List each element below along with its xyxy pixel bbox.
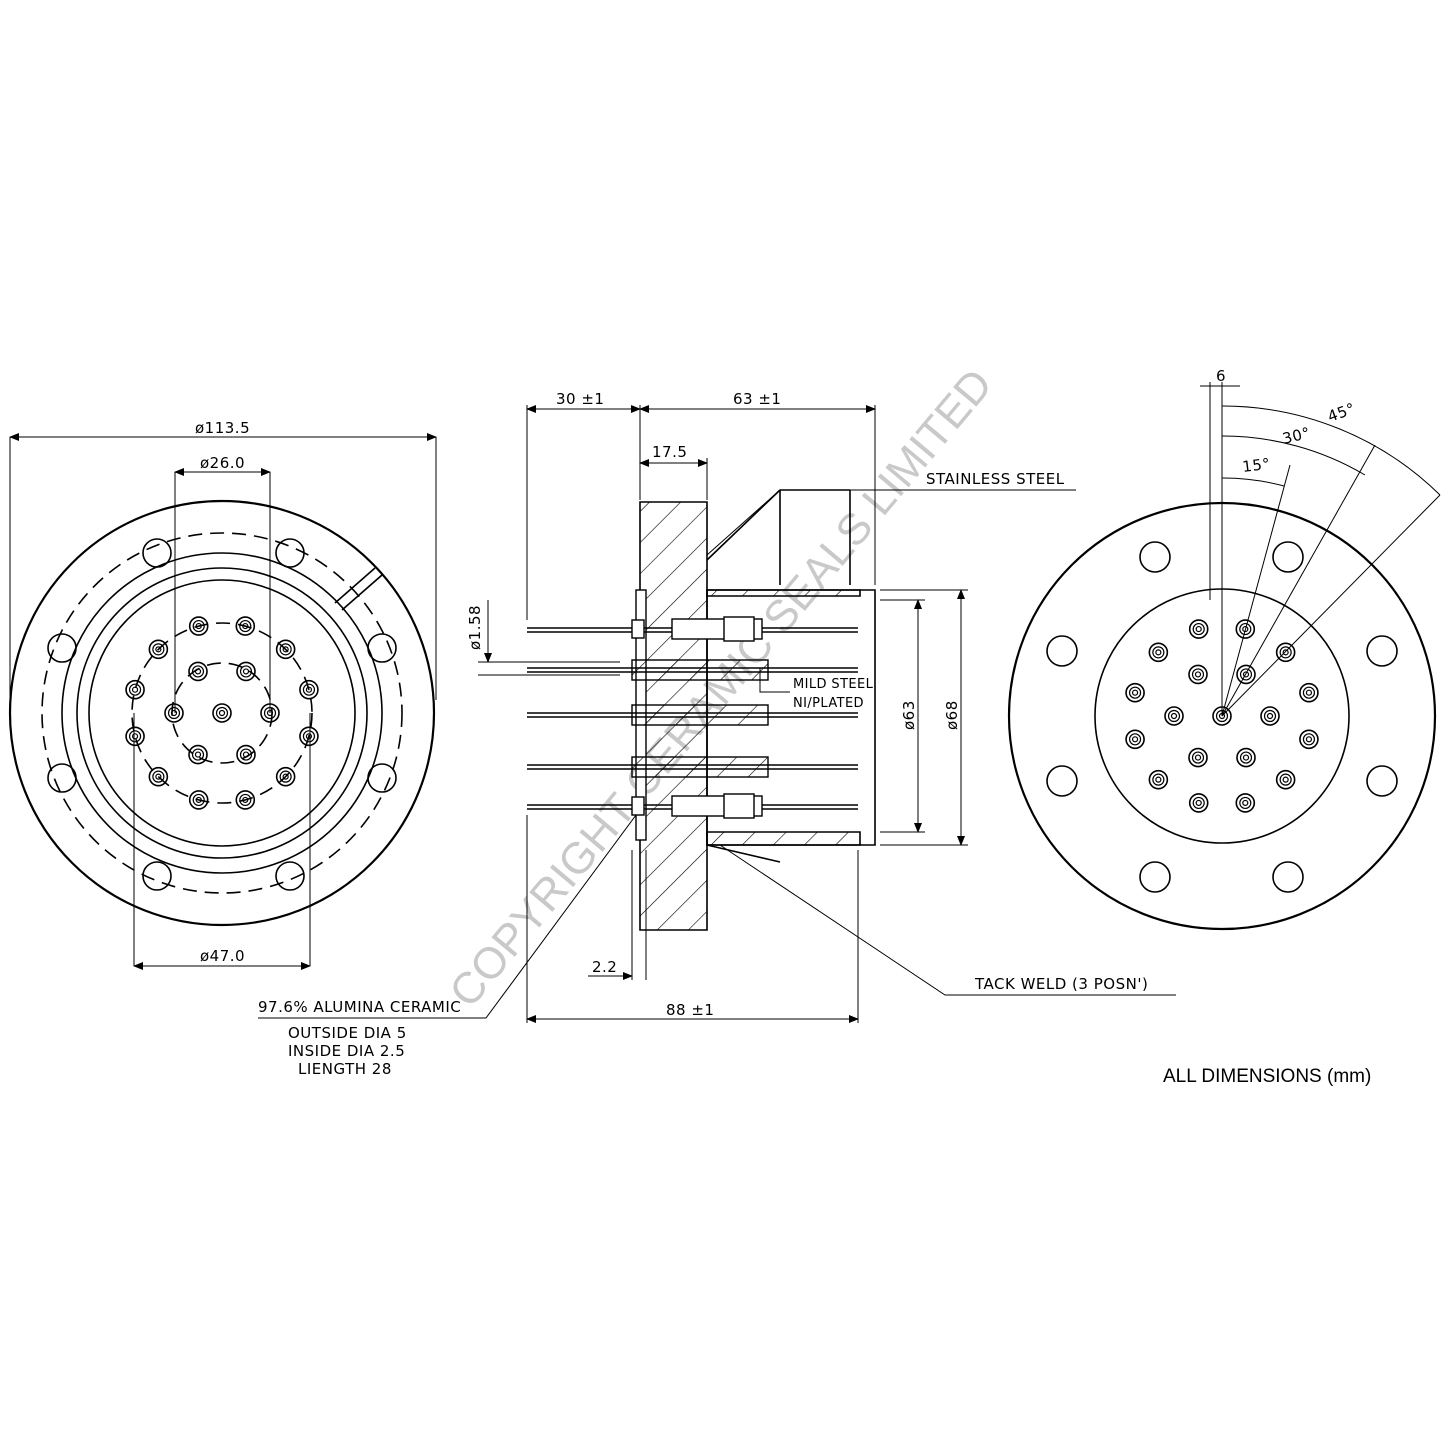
feedthrough-pin-icon (148, 766, 169, 787)
feedthrough-pin-icon (1299, 682, 1319, 703)
rear-view: 6 15° 30° 45° (1007, 367, 1441, 931)
feedthrough-pin-icon (188, 744, 208, 765)
feedthrough-pin-icon (1188, 793, 1209, 813)
feedthrough-pins (527, 616, 858, 819)
dim-flange-length: 30 ±1 (556, 390, 604, 408)
ceramic-length: LIENGTH 28 (298, 1060, 392, 1078)
feedthrough-pin-icon (125, 726, 145, 747)
feedthrough-pin-icon (188, 616, 209, 636)
feedthrough-pin-icon (188, 661, 208, 682)
dim-bore-diameter: ø63 (900, 700, 918, 730)
side-pin-row (527, 704, 858, 726)
feedthrough-pin-icon (1275, 769, 1296, 790)
feedthrough-pin-icon (212, 703, 232, 723)
feedthrough-pin-icon (1148, 642, 1169, 663)
dim-outer-diameter: ø113.5 (195, 419, 250, 437)
ceramic-outside-dia: OUTSIDE DIA 5 (288, 1024, 407, 1042)
feedthrough-pin-icon (1275, 642, 1296, 663)
feedthrough-pin-icon (236, 661, 256, 682)
feedthrough-pin-icon (1236, 664, 1256, 685)
dim-pin-diameter: ø1.58 (466, 605, 484, 650)
feedthrough-pin-icon (1125, 729, 1145, 750)
label-stainless-steel: STAINLESS STEEL (926, 470, 1065, 488)
dim-overall-length: 88 ±1 (666, 1001, 714, 1019)
front-bolt-holes (47, 538, 397, 891)
side-pin-row (527, 659, 858, 681)
feedthrough-pin-icon (1299, 729, 1319, 750)
feedthrough-pin-icon (1260, 706, 1280, 726)
feedthrough-pin-icon (299, 679, 319, 700)
dim-plate-thickness: 2.2 (592, 958, 617, 976)
feedthrough-pin-icon (236, 744, 256, 765)
feedthrough-pin-icon (275, 639, 296, 660)
units-note: ALL DIMENSIONS (mm) (1163, 1066, 1371, 1087)
feedthrough-pin-icon (1235, 793, 1256, 813)
label-mild-steel: MILD STEEL (793, 677, 874, 692)
feedthrough-pin-icon (1125, 682, 1145, 703)
dim-inner-diameter: ø26.0 (200, 454, 245, 472)
label-ni-plated: NI/PLATED (793, 696, 864, 711)
dim-tube-diameter: ø68 (943, 700, 961, 730)
dim-flange-thickness: 17.5 (652, 443, 687, 461)
feedthrough-pin-icon (148, 639, 169, 660)
angle-30-label: 30° (1281, 424, 1313, 448)
feedthrough-pin-icon (235, 790, 256, 810)
dim-body-length: 63 ±1 (733, 390, 781, 408)
dim-offset: 6 (1216, 367, 1226, 385)
ceramic-inside-dia: INSIDE DIA 2.5 (288, 1042, 405, 1060)
feedthrough-pin-icon (1188, 747, 1208, 768)
side-pin-row (527, 793, 858, 819)
front-view: ø113.5 ø26.0 ø47.0 (8, 419, 437, 970)
angle-45-label: 45° (1325, 399, 1358, 426)
feedthrough-pin-icon (1148, 769, 1169, 790)
feedthrough-pin-icon (235, 616, 256, 636)
rear-pin-pattern (1125, 619, 1319, 813)
feedthrough-pin-icon (188, 790, 209, 810)
feedthrough-pin-icon (1236, 747, 1256, 768)
feedthrough-pin-icon (1188, 664, 1208, 685)
feedthrough-pin-icon (125, 679, 145, 700)
angle-15-label: 15° (1241, 455, 1271, 476)
feedthrough-pin-icon (275, 766, 296, 787)
feedthrough-pin-icon (1188, 619, 1209, 639)
side-pin-row (527, 756, 858, 778)
side-pin-row (527, 616, 858, 642)
side-section-view: 30 ±1 63 ±1 17.5 ø1.58 ø63 ø68 2.2 88 ±1… (258, 390, 1176, 1078)
feedthrough-pin-icon (164, 703, 184, 723)
label-alumina-ceramic: 97.6% ALUMINA CERAMIC (258, 998, 461, 1016)
dim-bolt-diameter: ø47.0 (200, 947, 245, 965)
feedthrough-pin-icon (299, 726, 319, 747)
rear-bolt-holes (1046, 541, 1398, 893)
front-pin-pattern (125, 616, 319, 810)
feedthrough-pin-icon (1164, 706, 1184, 726)
label-tack-weld: TACK WELD (3 POSN') (974, 975, 1148, 993)
